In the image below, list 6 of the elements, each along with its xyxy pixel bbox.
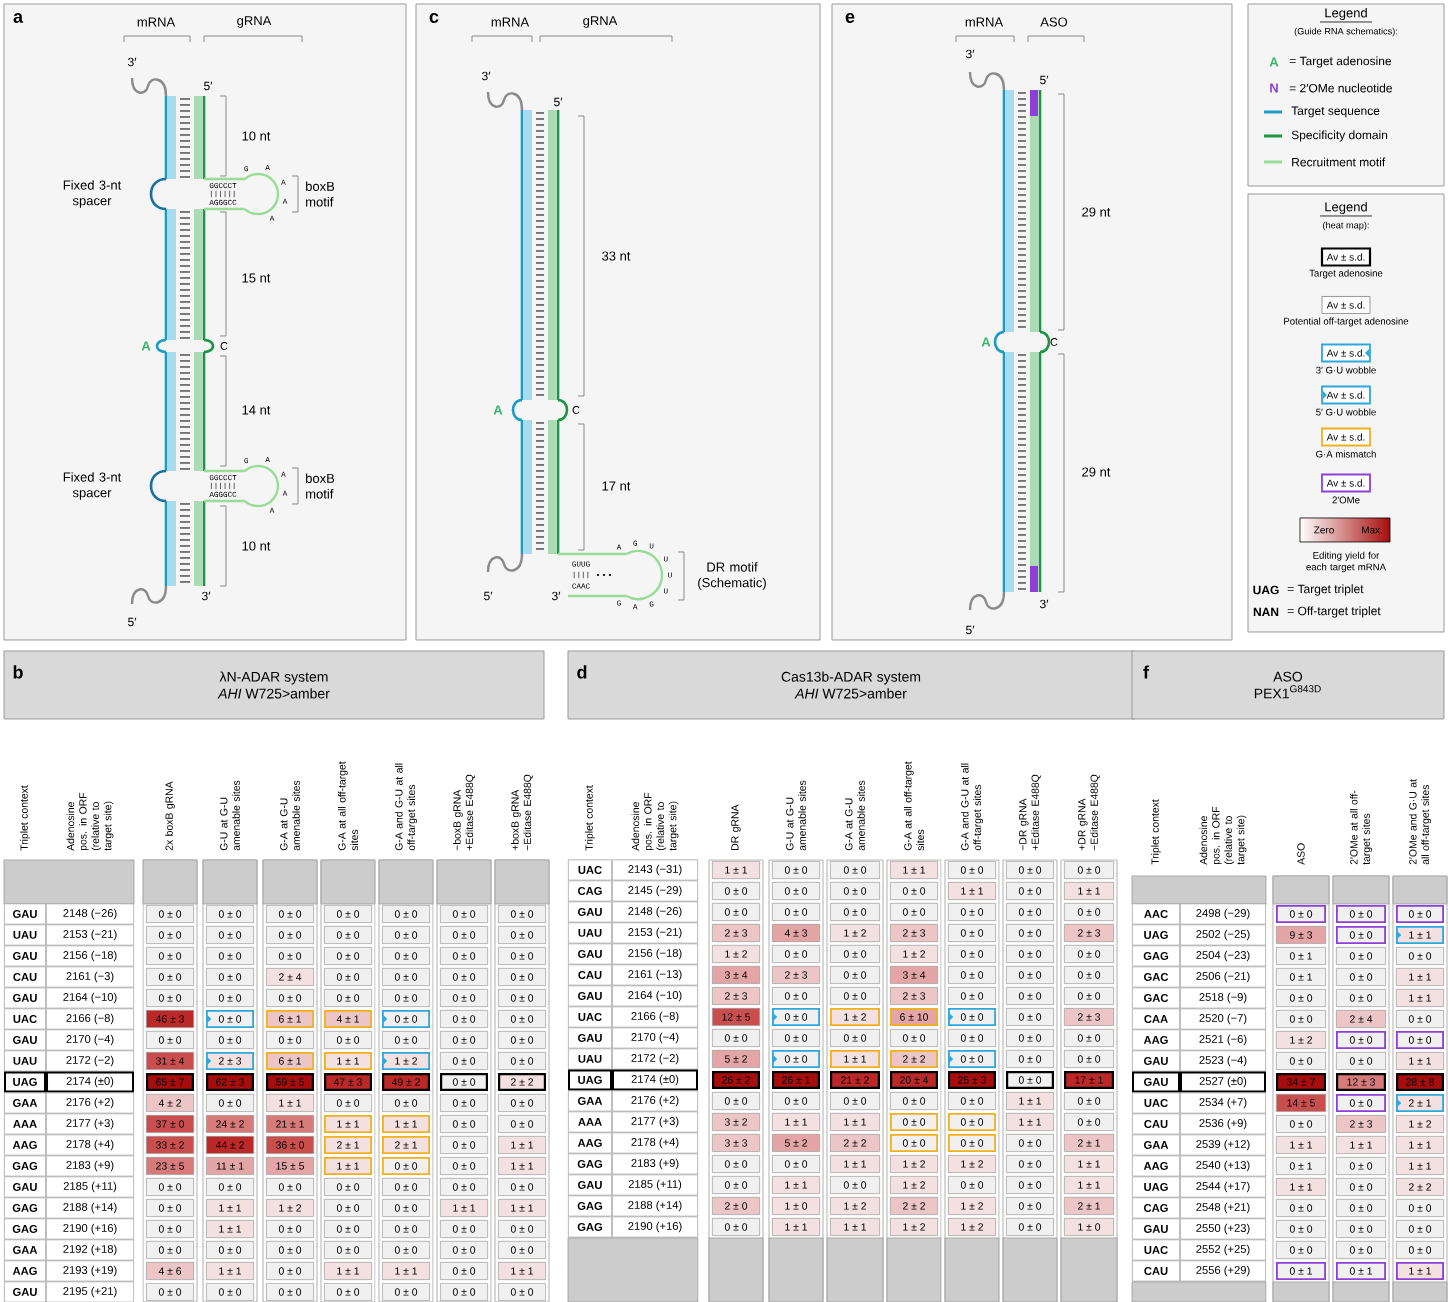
panel-label: e — [845, 13, 855, 23]
panel-label: c — [429, 13, 439, 23]
panel-label: d — [577, 665, 587, 679]
panel-label: f — [1143, 665, 1149, 679]
panel-label: b — [13, 665, 23, 679]
panel-label: a — [13, 13, 24, 23]
